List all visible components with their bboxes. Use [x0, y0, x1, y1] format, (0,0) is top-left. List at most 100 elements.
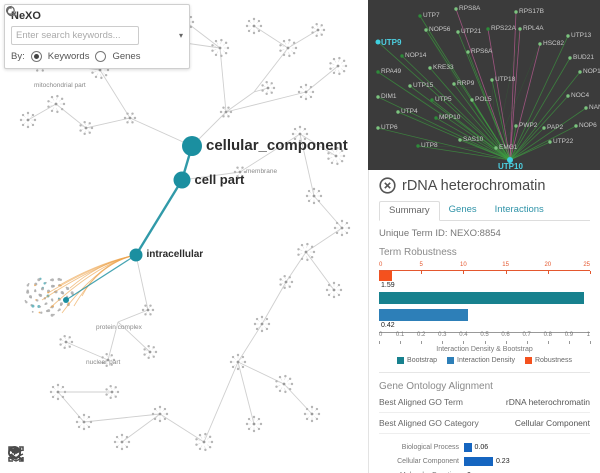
network-node-label[interactable]: RPL4A	[523, 25, 544, 32]
go-term-row-value: rDNA heterochromatin	[505, 397, 590, 407]
network-node-label[interactable]: UTP8	[421, 142, 438, 149]
go-chart-category: Biological Process	[401, 443, 459, 451]
app-title: NeXO	[11, 10, 41, 22]
network-node-label[interactable]: NOC4	[571, 92, 590, 99]
network-node-label[interactable]: DIM1	[381, 93, 397, 100]
network-node-label[interactable]: RPS6A	[471, 48, 493, 55]
network-node-label[interactable]: RPS8A	[459, 5, 481, 12]
radio-genes[interactable]	[95, 51, 107, 62]
interaction-network-graphic[interactable]	[368, 0, 600, 170]
search-icon[interactable]	[5, 5, 157, 43]
network-node-label[interactable]: RPA49	[381, 68, 402, 75]
network-node-label[interactable]: UTP13	[571, 32, 592, 39]
tab-genes[interactable]: Genes	[448, 204, 477, 215]
tab-interactions[interactable]: Interactions	[494, 204, 544, 215]
network-node-label[interactable]: UTP7	[423, 12, 440, 19]
network-node-label[interactable]: EMG1	[499, 144, 518, 151]
divider	[379, 372, 590, 373]
network-node-label[interactable]: UTP22	[553, 138, 574, 145]
network-node-label[interactable]: UTP9	[381, 38, 402, 47]
tree-minor-label[interactable]: mitochondrial part	[34, 82, 86, 89]
collapse-button[interactable]	[10, 444, 129, 468]
interaction-density-value: 0.42	[381, 322, 395, 329]
legend-swatch-interaction-density	[447, 357, 454, 364]
network-node-label[interactable]: NOP56	[429, 26, 451, 33]
reset-search-icon[interactable]	[6, 5, 175, 43]
radio-keywords[interactable]	[30, 51, 42, 62]
term-detail-panel: rDNA heterochromatin Summary Genes Inter…	[368, 170, 600, 473]
bootstrap-bar	[379, 292, 584, 304]
network-node-label[interactable]: UTP18	[495, 76, 516, 83]
robustness-legend: Bootstrap Interaction Density Robustness	[379, 357, 590, 364]
network-node-label[interactable]: NAN1	[589, 104, 600, 111]
fit-view-button[interactable]	[8, 444, 96, 468]
network-node-label[interactable]: PWP2	[519, 122, 538, 129]
go-category-row-value: Cellular Component	[514, 418, 590, 428]
network-node-label[interactable]: UTP6	[381, 124, 398, 131]
ontology-tree-panel: cellular_component cell part intracellul…	[0, 0, 368, 473]
term-title: rDNA heterochromatin	[402, 177, 546, 194]
go-chart-bar	[464, 456, 493, 466]
go-alignment-title: Gene Ontology Alignment	[379, 381, 493, 392]
chevron-down-icon[interactable]: ▾	[178, 30, 183, 40]
go-chart-value: 0	[467, 472, 471, 473]
network-node-label[interactable]: UTP21	[461, 28, 482, 35]
radio-keywords-label[interactable]: Keywords	[47, 51, 90, 62]
layers-button[interactable]	[8, 444, 162, 468]
network-node-label[interactable]: PAP2	[547, 124, 564, 131]
network-node-label[interactable]: POL5	[475, 96, 492, 103]
ontology-tree-graphic[interactable]	[0, 0, 368, 473]
legend-item-interaction-density: Interaction Density	[447, 357, 515, 364]
network-node-label[interactable]: RRP9	[457, 80, 475, 87]
zoom-out-button[interactable]	[8, 444, 63, 468]
network-node-label[interactable]: UTP5	[435, 96, 452, 103]
unique-term-id-label: Unique Term ID:	[379, 228, 448, 239]
network-node-label[interactable]: NOP1	[583, 68, 600, 75]
tree-minor-label[interactable]: membrane	[246, 168, 278, 175]
tree-node-label-cellular-component[interactable]: cellular_component	[206, 136, 348, 154]
tree-node-label-cell-part[interactable]: cell part	[194, 171, 245, 187]
go-chart-row: Molecular Function0	[379, 468, 590, 473]
network-node-label[interactable]: MPP10	[439, 114, 461, 121]
network-node-label[interactable]: KRE33	[433, 64, 454, 71]
tab-summary[interactable]: Summary	[379, 201, 440, 221]
go-chart-row: Biological Process 0.06	[379, 440, 590, 454]
interaction-network-panel: UTP7 RPS8A RPS17B NOP56 UTP21 RPS22A RPL4A UTP1…	[368, 0, 600, 170]
legend-swatch-robustness	[524, 357, 532, 364]
unique-term-id-value: NEXO:8854	[450, 228, 501, 239]
interaction-density-bar	[379, 309, 468, 321]
network-node-label[interactable]: HSC82	[543, 40, 564, 47]
network-node-label[interactable]: RPS17B	[519, 8, 544, 15]
network-node-label[interactable]: RPS22A	[491, 25, 516, 32]
network-labels-layer: UTP7 RPS8A RPS17B NOP56 UTP21 RPS22A RPL4A UTP1…	[368, 0, 600, 170]
network-node-label[interactable]: NOP14	[405, 52, 427, 59]
tree-minor-label[interactable]: protein complex	[96, 324, 142, 331]
go-chart-value: 0.23	[495, 457, 510, 465]
detail-tabs: Summary Genes Interactions	[379, 201, 590, 221]
go-term-row-label: Best Aligned GO Term	[379, 397, 463, 407]
search-input[interactable]	[11, 26, 139, 45]
robustness-section-title: Term Robustness	[379, 247, 457, 258]
robustness-axis-label: Interaction Density & Bootstrap	[436, 346, 533, 353]
network-node-label[interactable]: NOP6	[579, 122, 597, 129]
tree-minor-label[interactable]: nuclear part	[86, 359, 121, 366]
network-node-label[interactable]: SAS10	[463, 136, 484, 143]
tree-node-label-intracellular[interactable]: intracellular	[146, 248, 204, 260]
network-node-label[interactable]: UTP10	[498, 162, 523, 170]
radio-genes-label[interactable]: Genes	[112, 51, 141, 62]
network-node-label[interactable]: UTP4	[401, 108, 418, 115]
go-category-row-label: Best Aligned GO Category	[379, 418, 479, 428]
network-node-label[interactable]: UTP15	[413, 82, 434, 89]
go-chart-bar	[464, 442, 472, 452]
search-by-label: By:	[11, 51, 25, 62]
go-chart-value: 0.06	[474, 443, 489, 451]
close-icon[interactable]	[379, 177, 396, 194]
network-node-label[interactable]: BUD21	[573, 54, 594, 61]
go-chart-category: Molecular Function	[379, 472, 464, 473]
legend-item-bootstrap: Bootstrap	[397, 357, 437, 364]
